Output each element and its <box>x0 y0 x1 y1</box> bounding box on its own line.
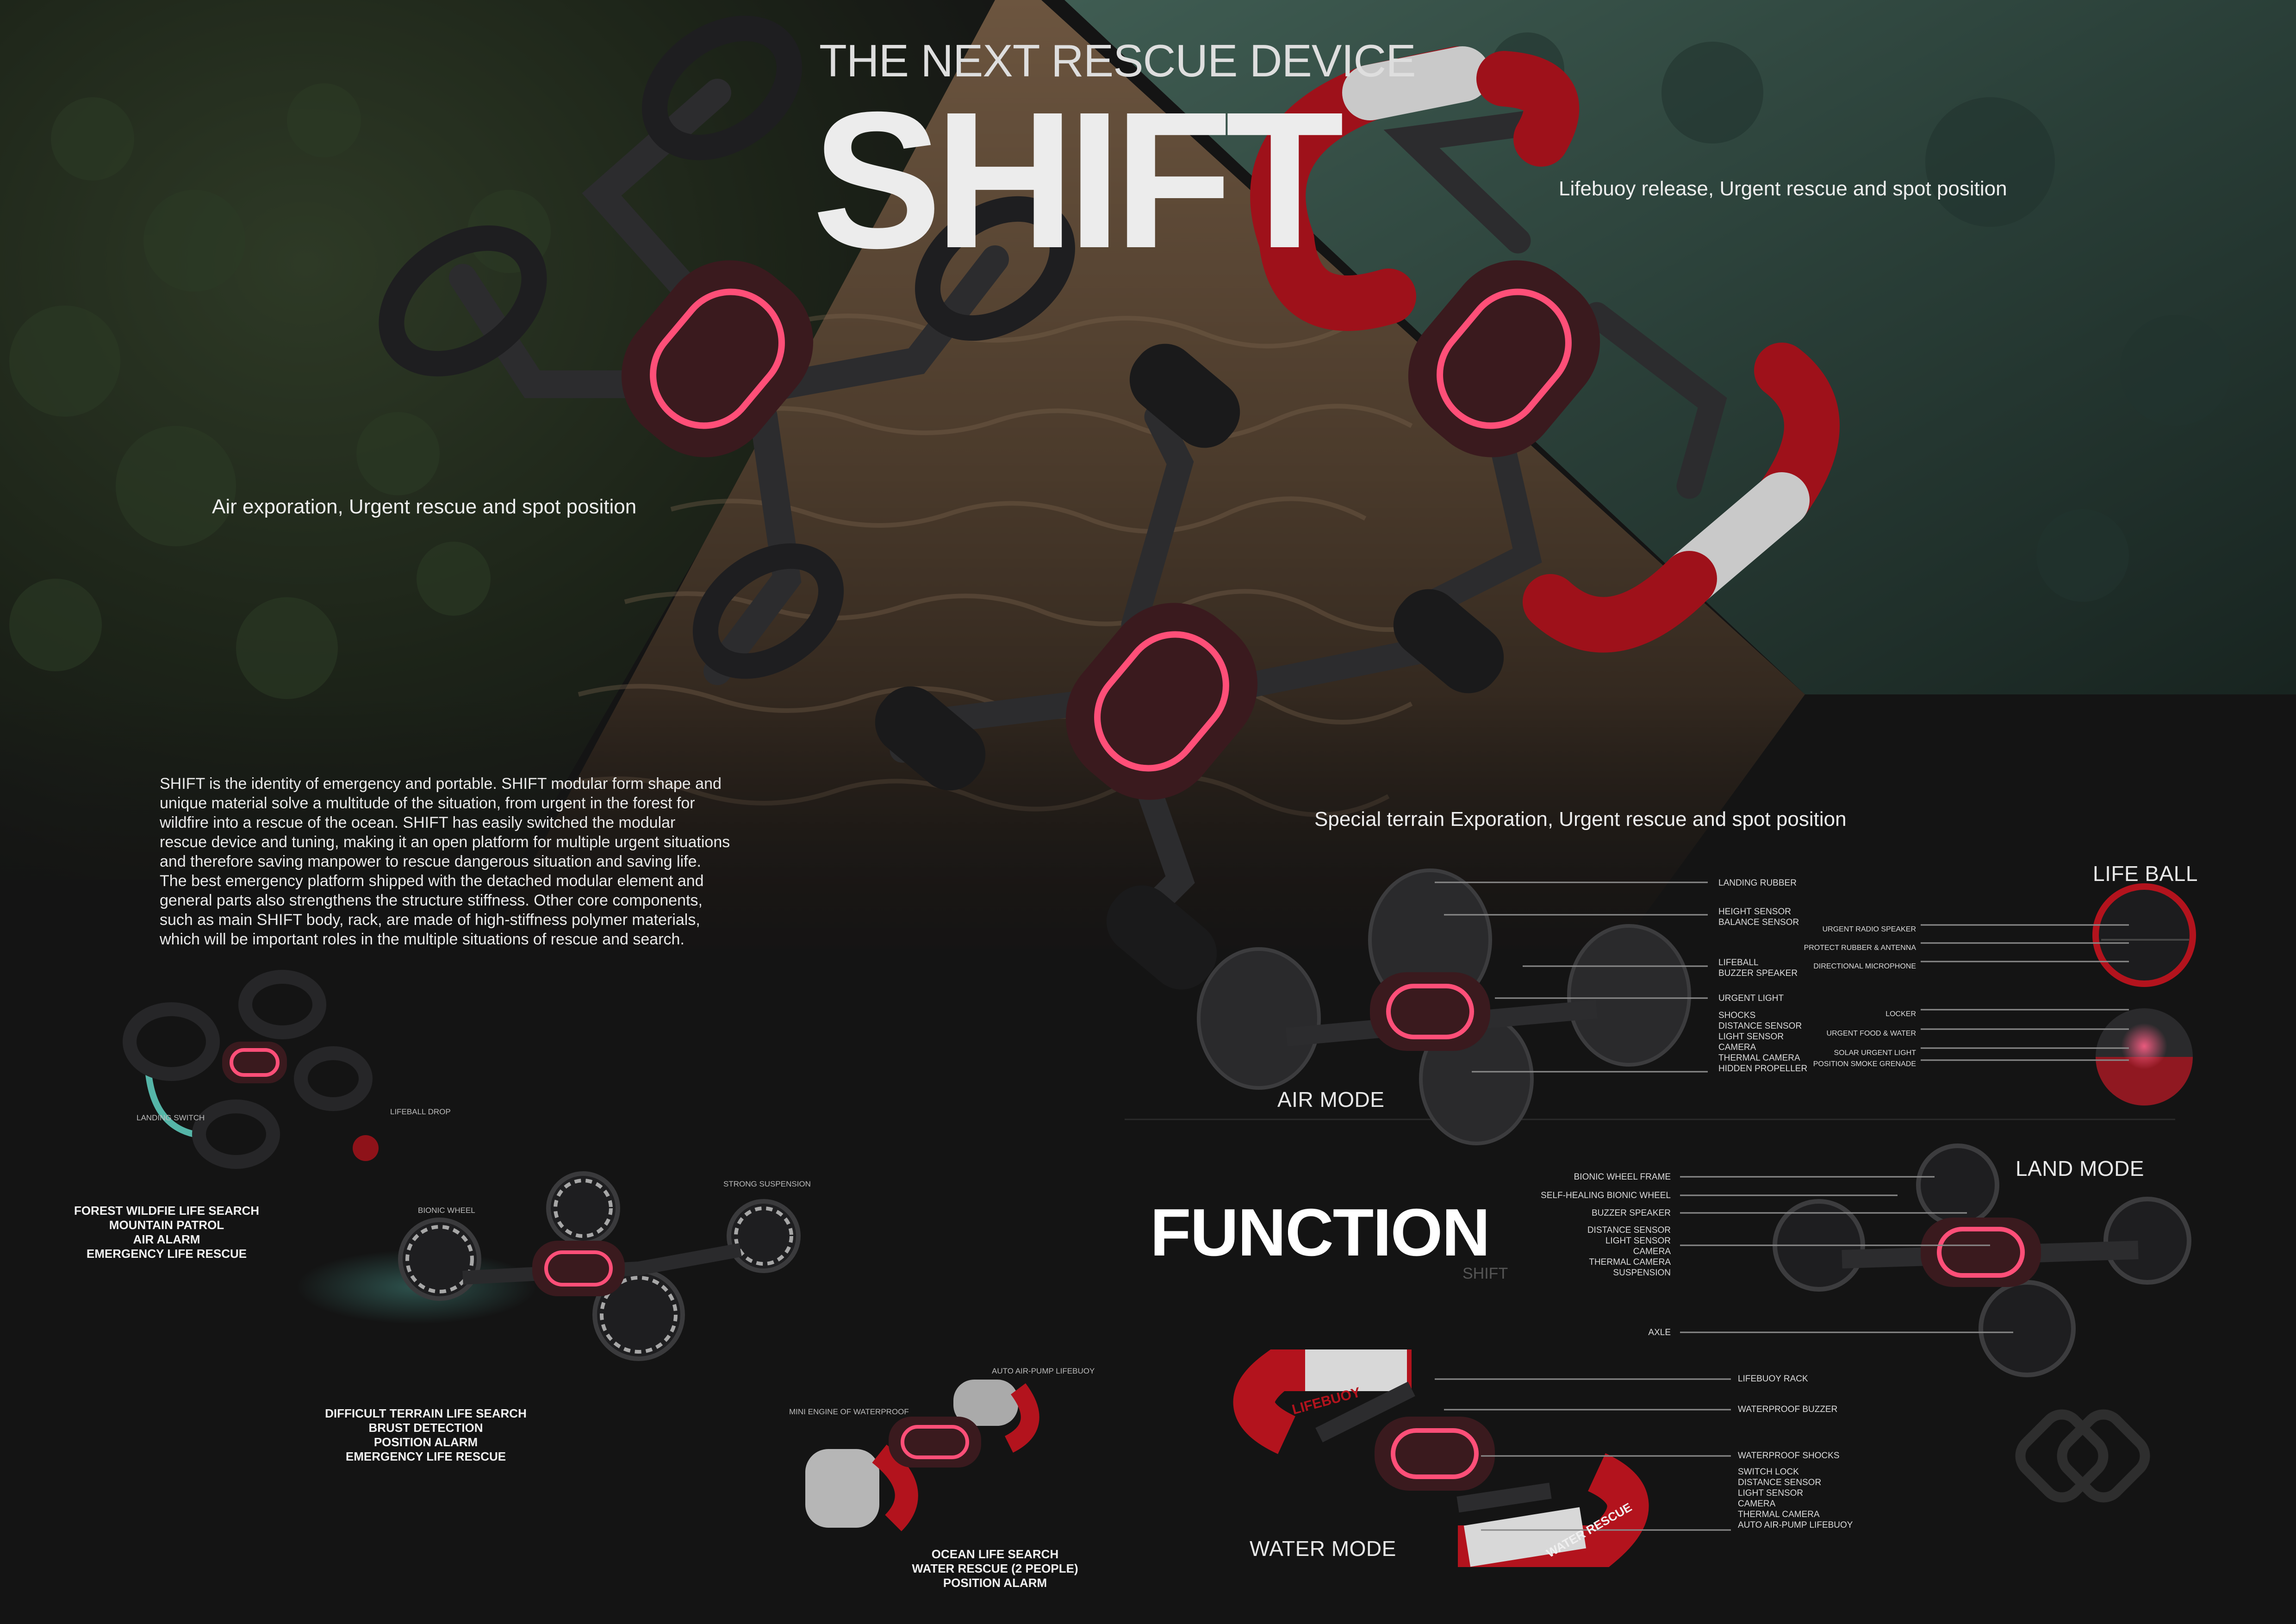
land-part-wheel: SELF-HEALING BIONIC WHEEL <box>1541 1191 1671 1200</box>
description-line: The best emergency platform shipped with… <box>160 872 704 890</box>
shift-logo-mark <box>2015 1409 2150 1503</box>
scenario-line: POSITION ALARM <box>373 1435 478 1449</box>
tagline: THE NEXT RESCUE DEVICE <box>819 35 1416 86</box>
scenario-line: BRUST DETECTION <box>368 1421 483 1435</box>
water-mode-illustration <box>1233 1349 1649 1567</box>
water-part-buzzer: WATERPROOF BUZZER <box>1738 1405 1838 1414</box>
air-part-shocks-group: SHOCKS DISTANCE SENSOR LIGHT SENSOR CAME… <box>1718 1011 1808 1074</box>
forest-scenario-list: FOREST WILDFIE LIFE SEARCH MOUNTAIN PATR… <box>69 1204 264 1261</box>
callout-mini-engine: MINI ENGINE OF WATERPROOF <box>789 1407 909 1416</box>
caption-water: Lifebuoy release, Urgent rescue and spot… <box>1559 177 2007 200</box>
terrain-scenario-illustration <box>296 1171 801 1361</box>
air-mode-illustration <box>1197 868 1691 1145</box>
ocean-scenario-list: OCEAN LIFE SEARCH WATER RESCUE (2 PEOPLE… <box>902 1547 1088 1590</box>
callout-lifeball-drop: LIFEBALL DROP <box>390 1107 451 1116</box>
land-part-axle: AXLE <box>1648 1328 1671 1337</box>
scenario-line: AIR ALARM <box>133 1232 200 1246</box>
description-line: SHIFT is the identity of emergency and p… <box>160 775 722 793</box>
scenario-line: MOUNTAIN PATROL <box>109 1218 224 1232</box>
description-line: and therefore saving manpower to rescue … <box>160 853 701 870</box>
land-part-sensors-group: DISTANCE SENSOR LIGHT SENSOR CAMERA THER… <box>1587 1225 1671 1278</box>
air-part-sensors: HEIGHT SENSOR BALANCE SENSOR <box>1718 907 1799 927</box>
scenario-line: EMERGENCY LIFE RESCUE <box>345 1449 506 1463</box>
air-mode-label: AIR MODE <box>1277 1087 1385 1112</box>
life-ball-top-parts: URGENT RADIO SPEAKER PROTECT RUBBER & AN… <box>1804 925 1916 970</box>
land-part-frame: BIONIC WHEEL FRAME <box>1574 1172 1671 1182</box>
scenario-line: FOREST WILDFIE LIFE SEARCH <box>74 1204 260 1218</box>
life-ball-bottom-parts: LOCKER URGENT FOOD & WATER SOLAR URGENT … <box>1813 1010 1916 1068</box>
life-ball-label: LIFE BALL <box>2093 862 2198 886</box>
scenario-line: WATER RESCUE (2 PEOPLE) <box>912 1562 1078 1575</box>
caption-terrain: Special terrain Exporation, Urgent rescu… <box>1314 808 1847 831</box>
function-title: FUNCTION <box>1150 1195 1490 1270</box>
callout-strong-suspension: STRONG SUSPENSION <box>723 1180 811 1188</box>
callout-air-pump-lifebuoy: AUTO AIR-PUMP LIFEBUOY <box>992 1367 1095 1375</box>
function-subtitle: SHIFT <box>1462 1265 1508 1282</box>
product-title: SHIFT <box>812 72 1344 289</box>
description-line: general parts also strengthens the struc… <box>160 892 703 909</box>
water-part-shocks: WATERPROOF SHOCKS <box>1738 1451 1840 1461</box>
description-line: such as main SHIFT body, rack, are made … <box>160 911 700 929</box>
water-part-rack: LIFEBUOY RACK <box>1738 1374 1808 1384</box>
caption-air: Air exporation, Urgent rescue and spot p… <box>212 495 637 518</box>
product-description: SHIFT is the identity of emergency and p… <box>160 774 789 949</box>
scenario-line: POSITION ALARM <box>943 1576 1047 1590</box>
water-mode-label: WATER MODE <box>1250 1537 1396 1561</box>
air-part-landing-rubber: LANDING RUBBER <box>1718 878 1797 888</box>
terrain-scenario-list: DIFFICULT TERRAIN LIFE SEARCH BRUST DETE… <box>324 1406 528 1464</box>
air-part-urgent-light: URGENT LIGHT <box>1718 993 1784 1003</box>
callout-landing-switch: LANDING SWITCH <box>137 1113 205 1122</box>
leader-lines <box>1435 881 2129 1531</box>
scenario-line: EMERGENCY LIFE RESCUE <box>86 1247 247 1261</box>
description-line: which will be important roles in the mul… <box>160 931 684 948</box>
air-part-lifeball: LIFEBALL BUZZER SPEAKER <box>1718 958 1798 978</box>
land-part-buzzer: BUZZER SPEAKER <box>1591 1208 1671 1218</box>
description-line: rescue device and tuning, making it an o… <box>160 833 730 851</box>
callout-bionic-wheel: BIONIC WHEEL <box>418 1206 475 1215</box>
water-part-sensors-group: SWITCH LOCK DISTANCE SENSOR LIGHT SENSOR… <box>1738 1467 1853 1530</box>
forest-scenario-illustration <box>123 970 379 1169</box>
scenario-line: DIFFICULT TERRAIN LIFE SEARCH <box>325 1406 527 1420</box>
life-ball-illustration <box>2092 883 2196 1106</box>
ocean-scenario-illustration <box>805 1380 1039 1531</box>
scenario-line: OCEAN LIFE SEARCH <box>931 1547 1059 1561</box>
land-mode-label: LAND MODE <box>2016 1156 2144 1181</box>
description-line: unique material solve a multitude of the… <box>160 794 695 812</box>
description-line: wildfire into a rescue of the ocean. SHI… <box>160 814 676 831</box>
